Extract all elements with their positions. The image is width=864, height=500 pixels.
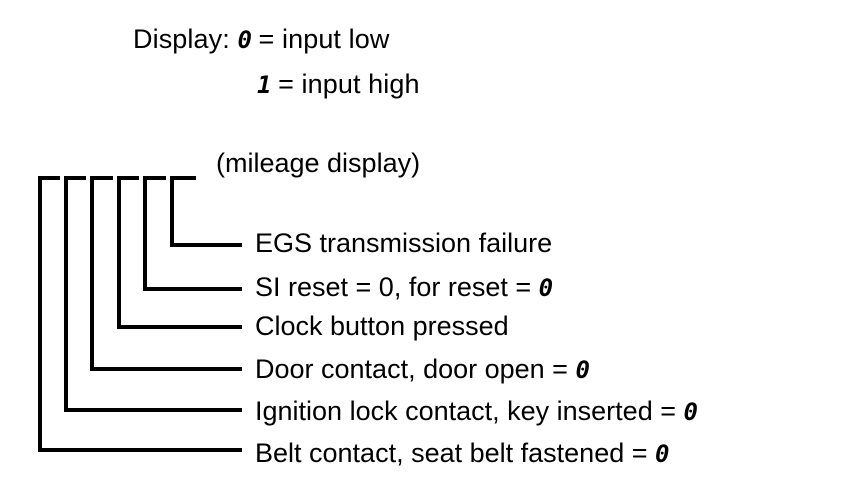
legend-low-text: = input low xyxy=(258,24,390,54)
bracket-vline-5 xyxy=(64,176,68,412)
row-label-egs-transmission-failure: EGS transmission failure xyxy=(255,230,552,257)
row-value: 0 xyxy=(683,398,698,426)
legend-prefix: Display: xyxy=(133,24,230,54)
row-text: Clock button pressed xyxy=(255,311,509,341)
row-text: Ignition lock contact, key inserted = xyxy=(255,396,676,426)
bracket-top-cap-6 xyxy=(38,176,60,180)
row-text: Door contact, door open = xyxy=(255,354,568,384)
row-value: 0 xyxy=(655,440,669,468)
row-label-si-reset: SI reset = 0, for reset = 0 xyxy=(255,272,553,302)
bracket-hline-2 xyxy=(143,287,242,291)
bracket-top-cap-2 xyxy=(143,176,166,180)
bracket-top-cap-3 xyxy=(117,176,139,180)
bracket-vline-1 xyxy=(170,176,174,247)
legend-high-text: = input high xyxy=(278,69,420,99)
row-value: 0 xyxy=(538,274,553,302)
bracket-hline-6 xyxy=(38,448,242,452)
bracket-hline-1 xyxy=(170,243,242,247)
bracket-vline-6 xyxy=(38,176,42,452)
row-label-belt-contact: Belt contact, seat belt fastened = 0 xyxy=(255,438,670,468)
legend-high-digit: 1 xyxy=(257,71,271,99)
bracket-vline-4 xyxy=(90,176,94,371)
bracket-vline-2 xyxy=(143,176,147,291)
row-label-ignition-lock-contact: Ignition lock contact, key inserted = 0 xyxy=(255,396,698,426)
row-text: SI reset = 0, for reset = xyxy=(255,272,532,302)
row-text: EGS transmission failure xyxy=(255,228,553,258)
legend-line-low: Display: 0 = input low xyxy=(133,26,389,53)
row-label-clock-button-pressed: Clock button pressed xyxy=(255,313,509,340)
mileage-display-caption: (mileage display) xyxy=(216,148,421,178)
bracket-hline-5 xyxy=(64,408,242,412)
legend-line-high: 1 = input high xyxy=(257,71,420,98)
legend-low-digit: 0 xyxy=(237,26,251,54)
row-value: 0 xyxy=(575,356,589,384)
bracket-top-cap-5 xyxy=(64,176,86,180)
bracket-hline-4 xyxy=(90,367,242,371)
row-label-door-contact: Door contact, door open = 0 xyxy=(255,354,590,384)
bracket-hline-3 xyxy=(117,325,242,329)
row-text: Belt contact, seat belt fastened = xyxy=(255,438,648,468)
bracket-vline-3 xyxy=(117,176,121,329)
bracket-top-cap-4 xyxy=(90,176,113,180)
bracket-top-cap-mileage xyxy=(170,176,196,180)
